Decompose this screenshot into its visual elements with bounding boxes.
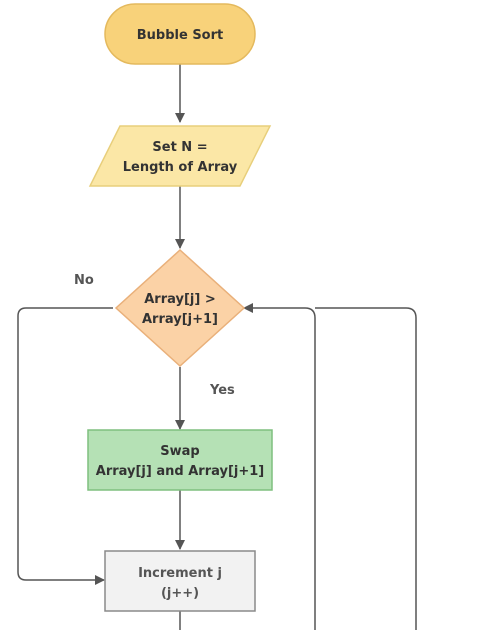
edge-label-no: No bbox=[74, 273, 94, 288]
swap-shape bbox=[87, 429, 273, 491]
swap-node: Swap Array[j] and Array[j+1] bbox=[87, 429, 273, 491]
start-node: Bubble Sort bbox=[104, 3, 256, 65]
swap-line-2: Array[j] and Array[j+1] bbox=[96, 464, 264, 479]
swap-line-1: Swap bbox=[160, 444, 199, 459]
decision-node: Array[j] > Array[j+1] bbox=[114, 248, 246, 368]
set-n-node: Set N = Length of Array bbox=[88, 125, 272, 187]
start-label: Bubble Sort bbox=[137, 28, 224, 43]
set-n-line-2: Length of Array bbox=[123, 160, 238, 175]
set-n-shape bbox=[88, 125, 272, 187]
edge-decision-no-to-increment bbox=[17, 307, 113, 585]
edge-label-yes: Yes bbox=[209, 383, 235, 398]
decision-shape bbox=[114, 248, 246, 368]
increment-line-1: Increment j bbox=[138, 566, 222, 581]
increment-line-2: (j++) bbox=[161, 586, 199, 601]
edge-loop-outer bbox=[315, 307, 417, 630]
start-shape bbox=[104, 3, 256, 65]
edge-loop-inner bbox=[243, 303, 316, 630]
increment-node: Increment j (j++) bbox=[104, 550, 256, 612]
decision-line-1: Array[j] > bbox=[144, 292, 216, 307]
set-n-line-1: Set N = bbox=[152, 140, 207, 155]
increment-shape bbox=[104, 550, 256, 612]
decision-line-2: Array[j+1] bbox=[142, 312, 218, 327]
connectors bbox=[17, 64, 417, 630]
